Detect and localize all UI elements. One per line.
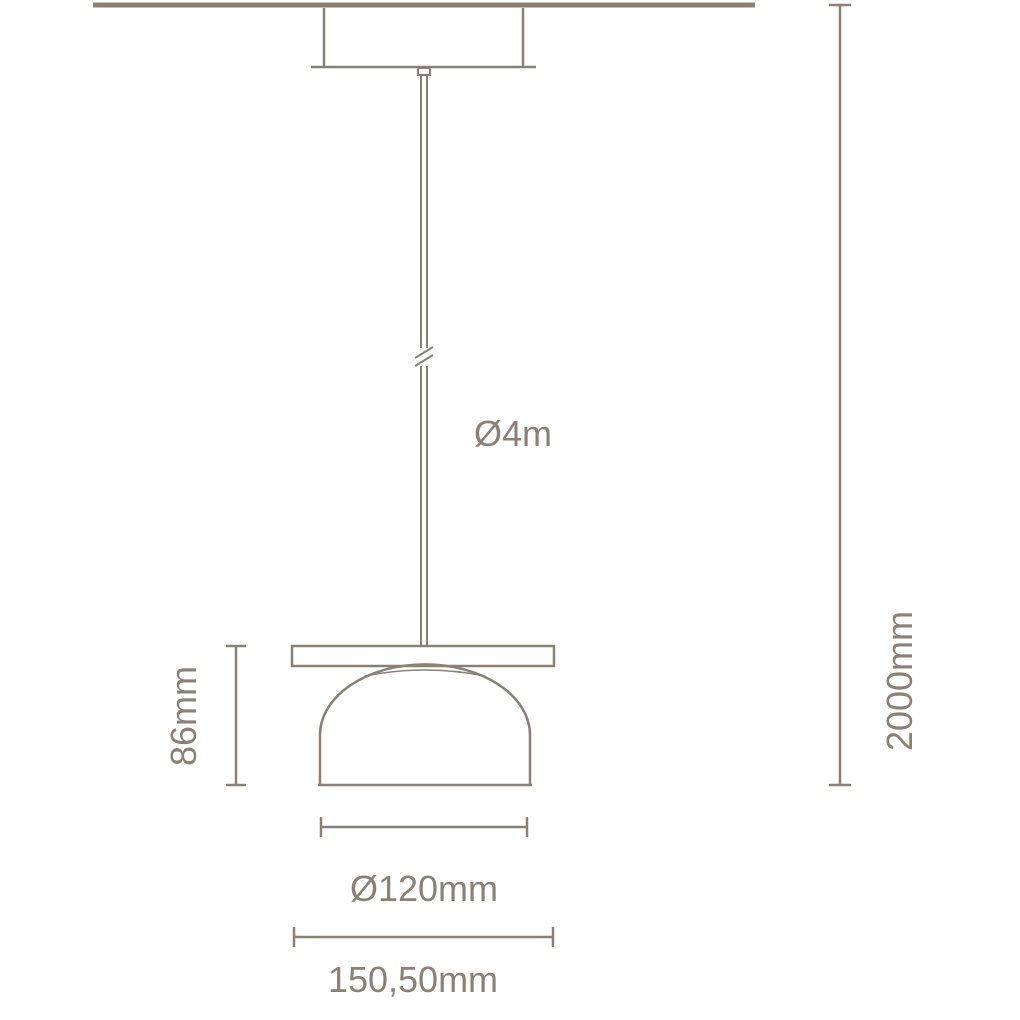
plate-width-dimension (292, 927, 555, 947)
lamp-shade (318, 663, 532, 787)
total-height-label: 2000mm (879, 611, 920, 751)
plate-width-label: 150,50mm (328, 959, 498, 1000)
shade-height-label: 86mm (163, 666, 204, 766)
shade-diameter-label: Ø120mm (350, 868, 498, 909)
shade-diameter-dimension (319, 817, 529, 837)
lamp-plate (290, 644, 556, 668)
shade-height-dimension (226, 644, 246, 787)
total-height-dimension (829, 3, 851, 787)
cable-diameter-label: Ø4m (474, 413, 552, 454)
cable-break-symbol (414, 346, 434, 367)
canopy (311, 8, 536, 69)
cable-connector (417, 67, 431, 76)
